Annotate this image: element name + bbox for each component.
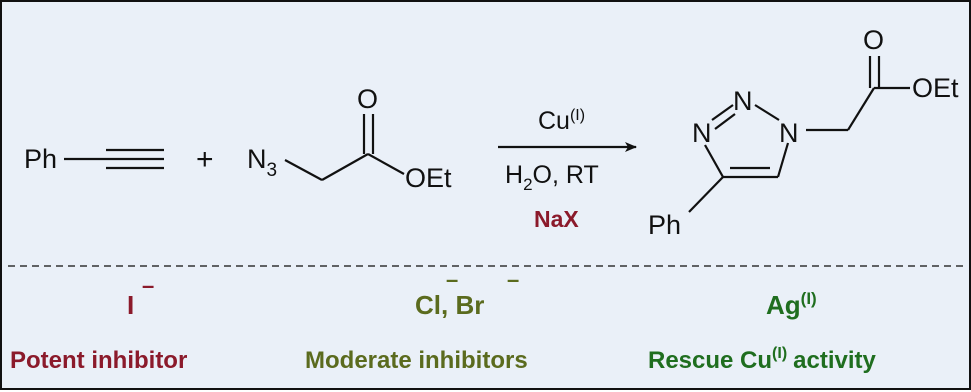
- reaction-arrow-group: Cu(I) H2O, RT NaX: [498, 107, 637, 232]
- azide-label: N3: [247, 144, 277, 181]
- triazole-n2: N: [733, 86, 753, 116]
- catalyst-label: Cu(I): [538, 107, 585, 135]
- ester-oet-label: OEt: [405, 163, 452, 193]
- bond-c4-ph: [688, 176, 724, 213]
- product-ph-label: Ph: [648, 210, 681, 240]
- chloride-charge: –: [446, 267, 458, 292]
- ch2-carbonyl-bond: [321, 153, 369, 181]
- ester-carbonyl-oxygen: O: [357, 84, 378, 114]
- product-oet-label: OEt: [912, 73, 959, 103]
- bond-n3-n2-double: [714, 113, 736, 130]
- plus-sign: +: [196, 143, 214, 176]
- alkyne-ph-label: Ph: [24, 144, 57, 174]
- chloride-bromide-effect: Cl, Br – – Moderate inhibitors: [305, 267, 528, 374]
- ester-bond: [367, 153, 405, 175]
- additive-label: NaX: [534, 206, 579, 232]
- triazole-n1: N: [779, 118, 799, 148]
- ethyl-azidoacetate: N3 O OEt: [247, 84, 452, 193]
- bromide-charge: –: [507, 267, 519, 292]
- triazole-n3: N: [692, 118, 712, 148]
- iodide-charge: –: [142, 273, 154, 298]
- bond-ch2-carbonyl: [847, 87, 875, 131]
- silver-ion: Ag(I): [766, 289, 817, 320]
- triazole-product: N N N Ph O OEt: [648, 25, 959, 240]
- chloride-bromide-effect-label: Moderate inhibitors: [305, 347, 528, 374]
- phenylacetylene: Ph: [24, 144, 164, 174]
- conditions-label: H2O, RT: [505, 161, 599, 194]
- bond-n3-n2: [711, 104, 734, 121]
- bond-c4-n3: [704, 144, 724, 178]
- product-carbonyl-oxygen: O: [863, 25, 884, 55]
- bond-n1-c5: [776, 142, 790, 178]
- iodide-effect-label: Potent inhibitor: [10, 347, 187, 374]
- iodide-ion: I: [127, 290, 134, 320]
- chloride-bromide-ions: Cl, Br: [415, 290, 484, 320]
- azide-ch2-bond: [284, 159, 323, 181]
- bond-n2-n1: [754, 104, 780, 121]
- iodide-effect: I – Potent inhibitor: [10, 273, 187, 374]
- silver-effect-label: Rescue Cu(I)activity: [648, 345, 877, 374]
- silver-effect: Ag(I) Rescue Cu(I)activity: [648, 289, 877, 374]
